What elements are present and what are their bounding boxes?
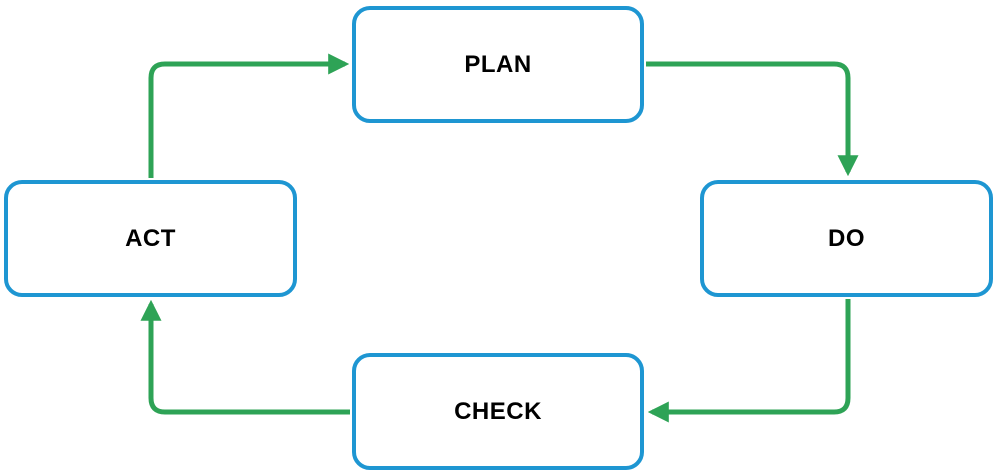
arrow-do-to-check bbox=[647, 299, 851, 423]
plan-box: PLAN bbox=[352, 6, 644, 123]
do-label: DO bbox=[828, 224, 865, 252]
act-box: ACT bbox=[4, 180, 297, 297]
plan-label: PLAN bbox=[464, 50, 532, 78]
arrow-act-to-plan bbox=[148, 53, 350, 178]
check-box: CHECK bbox=[352, 353, 644, 470]
do-box: DO bbox=[700, 180, 993, 297]
check-label: CHECK bbox=[454, 397, 542, 425]
arrow-plan-to-do bbox=[646, 61, 859, 177]
arrow-check-to-act bbox=[140, 299, 350, 415]
act-label: ACT bbox=[125, 224, 176, 252]
